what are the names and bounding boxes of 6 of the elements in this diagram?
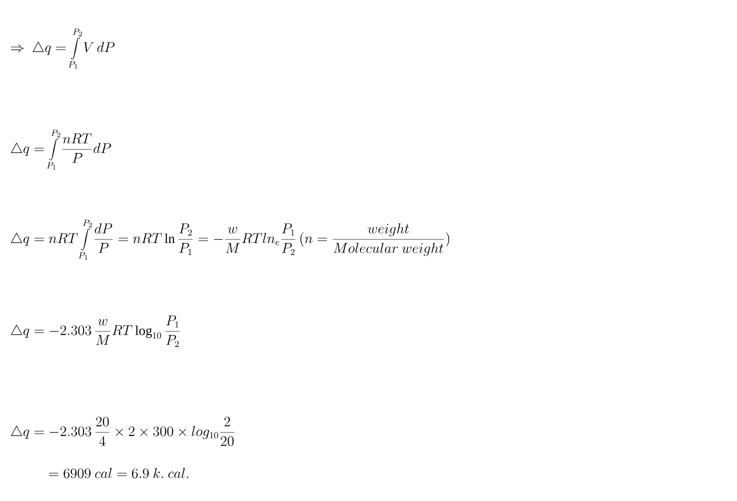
formula-line: $\triangle q = \int\limits_{P_1}^{P_2} \frac{nRT}{P} dP$ — [11, 130, 111, 170]
formula-line: $\triangle q = -2.303\,\frac{20}{4}\times 2\times 300\times log_{10}\frac{2}{20}$ — [11, 416, 234, 446]
formula-line: $\triangle q = -2.303\,\frac{w}{M} RT \log_{10}\frac{P_1}{P_2}$ — [11, 316, 180, 347]
formula-line: $= 6909\ cal = 6.9\ k.\ cal.$ — [49, 468, 188, 478]
formula-line: $\triangle q = nRT \int\limits_{P_1}^{P_2} \frac{dP}{P} = nRT \ln \frac{P_2}{P_1} = -\frac{w}{M} RT ln_e \frac{P_1}{P_2}\,(n = \frac{weight}{Molecular\ weight})$ — [11, 220, 450, 260]
formula-line: $\Rightarrow\ \triangle q = \int\limits_{P_1}^{P_2} V\,dP$ — [11, 28, 115, 69]
